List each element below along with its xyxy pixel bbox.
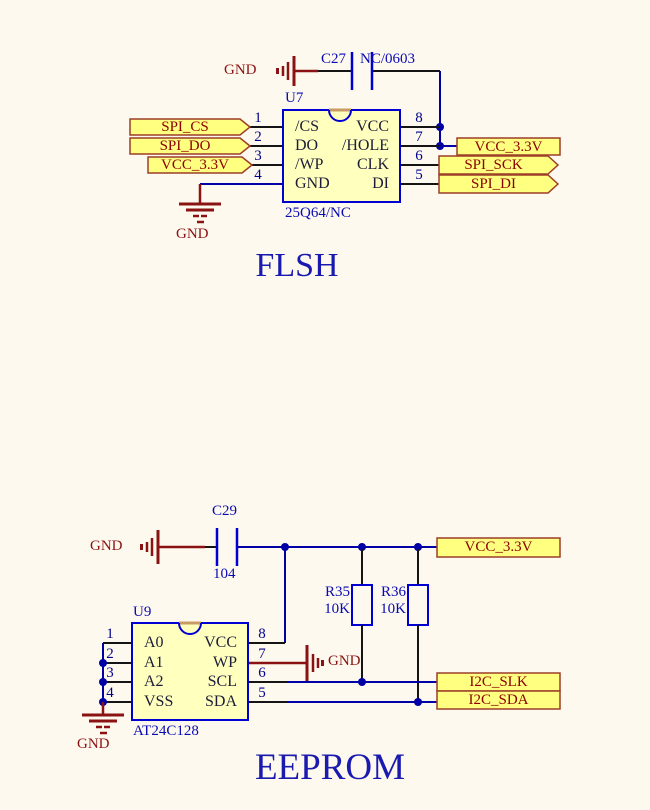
port-vcc-right-label: VCC_3.3V [474,139,543,155]
u7-pin4-name: GND [295,175,330,192]
junction-dot [414,543,422,551]
port-i2c-sda-label: I2C_SDA [468,692,529,708]
u9-part-number: AT24C128 [133,723,199,739]
u9-pin5-name: SDA [204,693,237,710]
u7-pin1-number: 1 [254,110,262,126]
u7-designator: U7 [285,90,304,106]
port-i2c-sda[interactable] [436,690,561,710]
u7-pin6-name: CLK [357,156,389,173]
flash-gnd-top-symbol[interactable] [276,56,318,86]
c27-designator: C27 [321,51,347,67]
flash-gnd-top-label: GND [224,62,257,78]
junction-dot [281,543,289,551]
eeprom-gnd-left-symbol[interactable] [140,530,205,564]
u9-pin3-name: A2 [144,673,164,690]
wire [439,71,457,147]
gnd-dot [321,660,324,666]
u7-pin5-number: 5 [415,167,423,183]
port-spi-do-label: SPI_DO [159,138,211,154]
u7-chip-body[interactable] [282,108,401,203]
eeprom-gnd-bottom-symbol[interactable] [82,702,124,735]
u7-pin1-name: /CS [295,118,320,135]
port-spi-do[interactable] [129,137,252,155]
u9-pin8-name: VCC [204,634,237,651]
junction-dot [358,543,366,551]
u7-pin8-number: 8 [415,110,423,126]
capacitor-c27[interactable] [350,52,374,90]
u7-pin4-number: 4 [254,167,262,183]
u9-pin7-name: WP [213,654,237,671]
eeprom-gnd-left-label: GND [90,538,123,554]
port-vcc-right[interactable] [456,137,561,156]
junction-dot [358,678,366,686]
u7-pin2-name: DO [295,137,319,154]
u9-pin1-name: A0 [144,634,164,651]
u7-pin8-name: VCC [356,118,389,135]
gnd-dot [140,544,143,550]
resistor-r36[interactable] [407,584,429,626]
u7-part-number: 25Q64/NC [285,205,351,221]
u7-pin3-number: 3 [254,148,262,164]
u9-pin7-number: 7 [258,646,266,662]
u7-pin5-name: DI [372,175,389,192]
junction-dot [99,678,107,686]
port-vcc-eeprom[interactable] [436,537,561,558]
flash-gnd-bottom-label: GND [176,226,209,242]
u9-rect [131,622,249,721]
eeprom-section-title: EEPROM [254,747,406,788]
port-i2c-slk-label: I2C_SLK [469,674,528,690]
u9-pin5-number: 5 [258,685,266,701]
u7-notch-arc [328,109,352,122]
c29-designator: C29 [212,503,238,519]
u7-pin2-number: 2 [254,129,262,145]
u9-notch-arc [178,622,202,635]
u7-pin7-number: 7 [415,129,423,145]
port-spi-sck-label: SPI_SCK [464,157,523,173]
c29-value: 104 [213,566,236,582]
eeprom-gnd-wp-symbol[interactable] [248,645,324,681]
u9-pin6-name: SCL [207,673,237,690]
port-vcc-left-label: VCC_3.3V [161,157,229,173]
eeprom-gnd-wp-label: GND [328,653,361,669]
u9-pin8-number: 8 [258,626,266,642]
u7-pin6-number: 6 [415,148,423,164]
u9-pin4-number: 4 [106,685,114,701]
u9-designator: U9 [133,604,152,620]
u9-pin2-number: 2 [106,646,114,662]
port-spi-cs-label: SPI_CS [161,119,209,135]
port-vcc-eeprom-label: VCC_3.3V [464,539,533,555]
port-spi-di-label: SPI_DI [470,176,516,192]
u7-pin7-name: /HOLE [341,137,389,154]
flash-gnd-bottom-symbol[interactable] [179,184,221,224]
r36-designator: R36 [380,584,406,600]
eeprom-gnd-bottom-label: GND [77,736,110,752]
u9-pin1-number: 1 [106,626,114,642]
r35-value: 10K [324,601,350,617]
r36-value: 10K [380,601,406,617]
u9-pin4-name: VSS [144,693,174,710]
port-vcc-left[interactable] [147,156,254,174]
u9-pin6-number: 6 [258,665,266,681]
capacitor-c29[interactable] [215,528,239,566]
junction-dot [414,698,422,706]
u7-pin3-name: /WP [295,156,324,173]
u9-pin3-number: 3 [106,665,114,681]
flash-section-title: FLSH [255,247,339,284]
u9-chip-body[interactable] [131,621,249,721]
port-spi-di[interactable] [438,174,560,194]
gnd-dot [276,68,279,74]
r35-designator: R35 [324,584,350,600]
c27-value: NC/0603 [360,51,416,67]
u9-pin2-name: A1 [144,654,164,671]
port-spi-cs[interactable] [129,118,252,136]
junction-dot [99,659,107,667]
port-spi-sck[interactable] [438,155,560,175]
